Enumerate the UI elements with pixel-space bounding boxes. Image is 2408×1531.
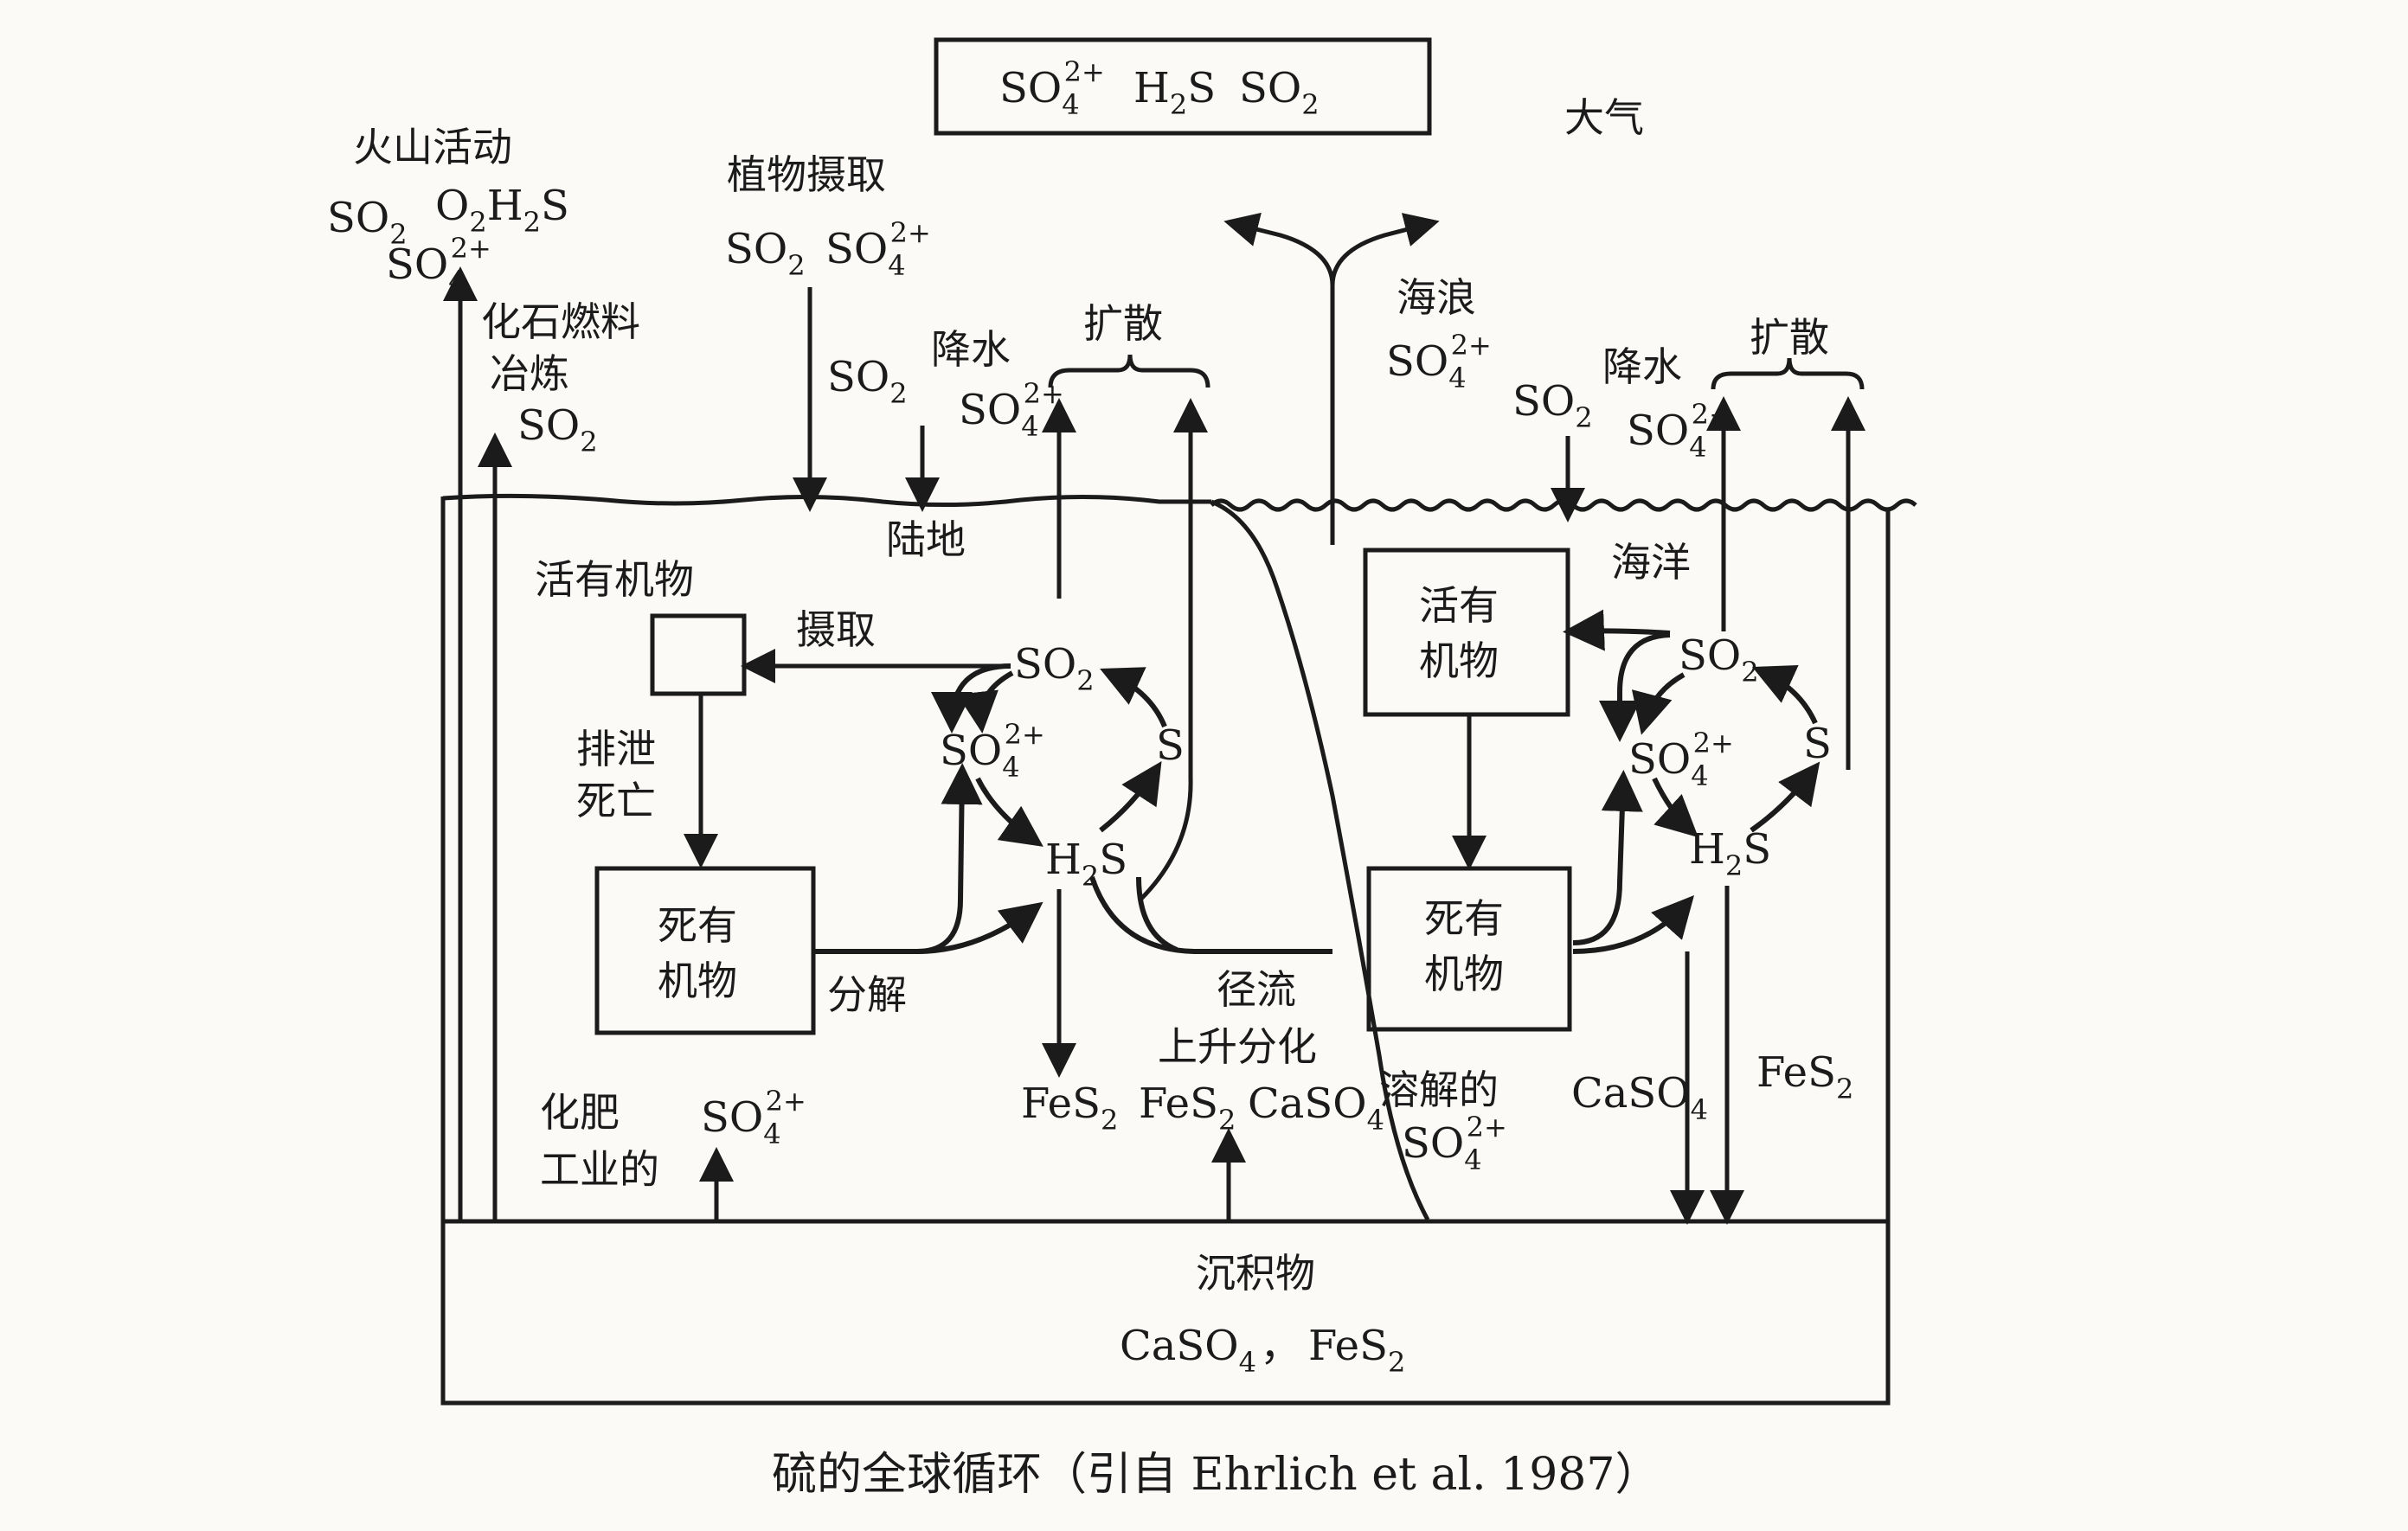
precipitation-right-label: 降水 (1602, 343, 1682, 390)
precipitation-right-so4: SO42+ (1627, 398, 1732, 464)
diffusion-right-brace (1711, 357, 1865, 390)
plant-uptake-so2: SO2 (725, 225, 806, 282)
dead-organic-right-box (1366, 866, 1572, 1032)
fertilizer-so4: SO42+ (701, 1085, 806, 1150)
ocean-s: S (1803, 720, 1832, 768)
death-label: 死亡 (576, 778, 656, 824)
ocean-h2s: H2S (1689, 825, 1771, 882)
atmosphere-so2: SO2 (1239, 64, 1320, 121)
runoff-caso4: CaSO4 (1248, 1079, 1384, 1137)
fossil-fuel-label: 化石燃料 (481, 298, 640, 345)
fertilizer-label: 化肥 (540, 1089, 620, 1136)
runoff-label: 径流 (1217, 966, 1296, 1013)
volcano-so2: SO2 (327, 194, 408, 251)
ocean-so2-to-living-arrow (1563, 609, 1671, 651)
ocean-so4: SO42+ (1628, 727, 1734, 792)
ocean-fes2: FeS2 (1756, 1048, 1853, 1105)
ocean-label: 海洋 (1611, 539, 1691, 586)
ocean-so2-to-so4-arrow (1631, 672, 1686, 735)
precipitation-left-so4: SO42+ (959, 377, 1064, 443)
dissolved-label: 溶解的 (1379, 1067, 1499, 1113)
atmosphere-so4: SO42+ (999, 55, 1105, 121)
ocean-surface-waves (1210, 498, 1917, 512)
dead-organic-left-label-2: 机物 (658, 958, 737, 1004)
living-organic-left-box (650, 613, 747, 696)
atmosphere-label: 大气 (1564, 94, 1644, 141)
ocean-so4-to-h2s-arrow (1652, 777, 1698, 838)
excretion-label: 排泄 (576, 726, 656, 772)
atmosphere-h2s: H2S (1133, 64, 1216, 121)
living-organic-right-label-2: 机物 (1419, 637, 1499, 684)
decomposition-to-h2s-arrow (916, 901, 1043, 954)
waves-so4: SO42+ (1386, 329, 1492, 394)
dead-organic-left-box (594, 866, 816, 1035)
diffusion-left-h2s-arrow (1139, 398, 1208, 901)
coastline (1210, 499, 1430, 1221)
living-organic-right-box (1363, 548, 1570, 717)
sediment-box (440, 1219, 1891, 1406)
decomposition-label: 分解 (827, 971, 907, 1018)
decomposition-to-so4-arrow (815, 763, 983, 954)
smelting-label: 冶炼 (490, 350, 569, 397)
ocean-so2: SO2 (1679, 631, 1759, 689)
uptake-label: 摄取 (796, 606, 876, 653)
land-so2: SO2 (1014, 640, 1095, 697)
land-label: 陆地 (886, 516, 966, 563)
dead-organic-right-label-1: 死有 (1424, 895, 1504, 942)
industrial-label: 工业的 (540, 1146, 659, 1193)
land-surface-line (442, 493, 1211, 508)
volcano-label: 火山活动 (353, 124, 512, 170)
land-so4-to-h2s-arrow (975, 777, 1043, 847)
ocean-h2s-to-s-arrow (1750, 761, 1820, 833)
diffusion-left-label: 扩散 (1083, 300, 1163, 347)
sediment-fes2: FeS2 (1308, 1322, 1405, 1379)
sediment-comma: ， (1260, 1322, 1301, 1370)
volcano-o2h2s: O2H2S (435, 182, 569, 239)
land-so2-to-so4-arrow (957, 670, 1014, 733)
fossil-so2: SO2 (517, 401, 598, 458)
ocean-s-to-so2-arrow (1752, 665, 1818, 725)
ocean-caso4: CaSO4 (1571, 1069, 1708, 1126)
runoff-from-land-h2s (1089, 876, 1332, 954)
land-s: S (1156, 721, 1185, 770)
plant-uptake-so4: SO42+ (825, 216, 931, 282)
ocean-dead-to-so4-arrow (1572, 770, 1643, 945)
volcano-so4: SO42+ (386, 232, 491, 298)
sediment-label: 沉积物 (1196, 1250, 1315, 1297)
diffusion-left-brace (1048, 354, 1210, 388)
figure-caption: 硫的全球循环（引自 Ehrlich et al. 1987） (772, 1449, 1660, 1501)
dead-organic-left-label-1: 死有 (658, 902, 737, 949)
dissolved-so4: SO42+ (1402, 1111, 1507, 1176)
ocean-so2-to-so4-outer-arrow (1599, 632, 1671, 742)
land-h2s: H2S (1045, 836, 1127, 893)
land-precip-so2: SO2 (827, 353, 908, 410)
land-so4: SO42+ (940, 718, 1045, 784)
plant-uptake-label: 植物摄取 (727, 151, 886, 198)
ocean-dead-to-h2s-arrow (1572, 895, 1694, 954)
diffusion-right-label: 扩散 (1750, 314, 1829, 361)
runoff-fes2: FeS2 (1139, 1079, 1236, 1137)
upwelling-label: 上升分化 (1158, 1023, 1317, 1070)
land-h2s-to-s-arrow (1099, 760, 1162, 833)
precipitation-left-label: 降水 (931, 326, 1011, 373)
runoff-link-h2s-lower (1136, 876, 1178, 952)
sea-waves-arrow-right (1330, 213, 1440, 286)
living-organic-right-label-1: 活有 (1419, 582, 1499, 629)
ocean-precip-so2: SO2 (1512, 377, 1593, 434)
atmosphere-compounds-box (934, 37, 1432, 136)
land-fes2: FeS2 (1021, 1079, 1118, 1137)
living-organic-left-label: 活有机物 (535, 556, 694, 603)
land-s-to-so2-arrow (1100, 667, 1167, 728)
land-so2-to-so4-outer-arrow (931, 663, 1011, 733)
sea-waves-arrow-left (1223, 212, 1335, 545)
dead-organic-right-label-2: 机物 (1424, 951, 1504, 997)
waves-label: 海浪 (1397, 274, 1476, 321)
sediment-caso4: CaSO4 (1120, 1322, 1256, 1379)
